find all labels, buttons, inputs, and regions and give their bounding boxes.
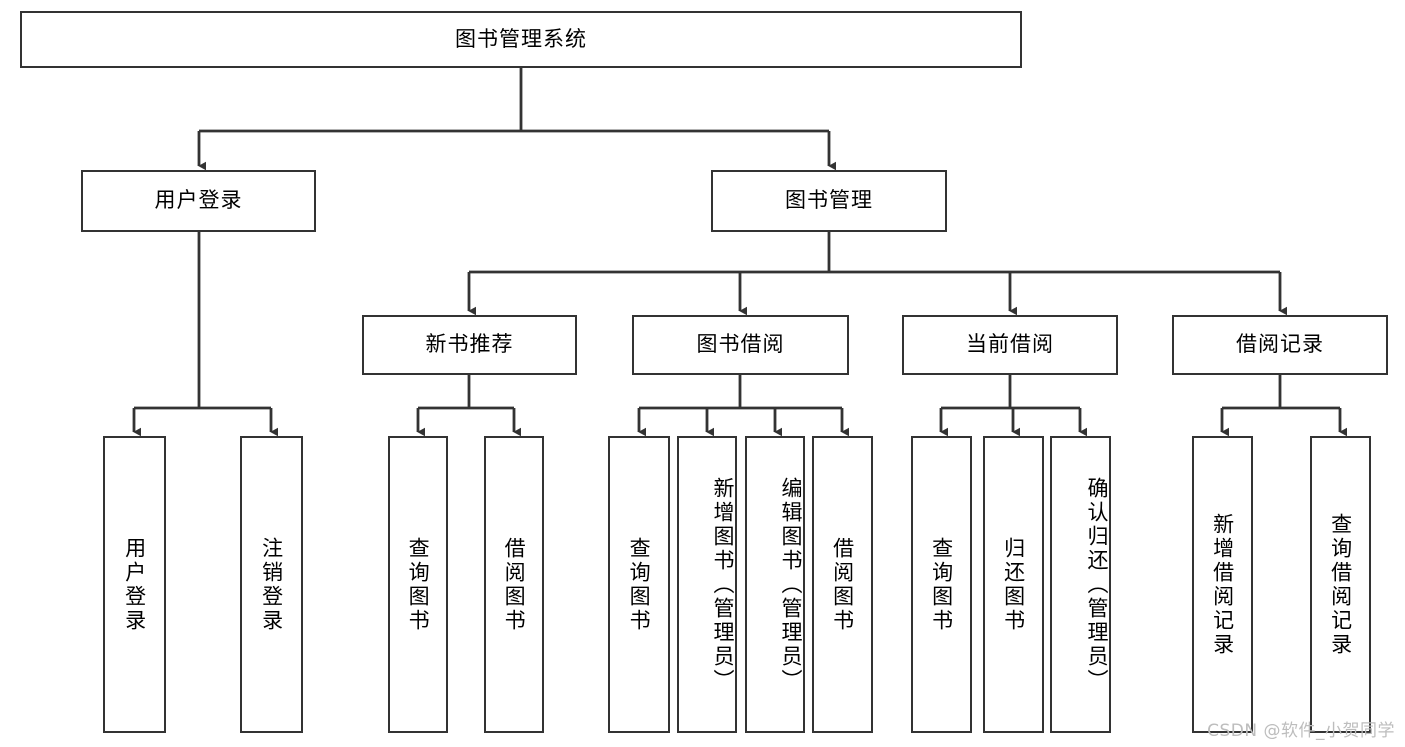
node-leaf-return-book[interactable]: 归还图书 (983, 436, 1044, 733)
node-leaf-query-book-3[interactable]: 查询图书 (911, 436, 972, 733)
node-leaf-borrow-book-1[interactable]: 借阅图书 (484, 436, 544, 733)
node-label: 借阅记录 (1236, 332, 1324, 357)
node-label: 查询借阅记录 (1328, 512, 1353, 657)
node-leaf-add-borrow-record[interactable]: 新增借阅记录 (1192, 436, 1253, 733)
node-label: 确认归还（管理员） (1085, 476, 1109, 693)
node-label: 查询图书 (929, 536, 954, 633)
node-label: 图书管理系统 (455, 26, 587, 51)
node-label: 新增图书（管理员） (711, 476, 735, 693)
watermark: CSDN @软件_小贺同学 (1207, 721, 1395, 741)
node-leaf-query-book-2[interactable]: 查询图书 (608, 436, 670, 733)
node-book-management[interactable]: 图书管理 (711, 170, 947, 232)
node-label: 查询图书 (627, 536, 652, 633)
node-leaf-edit-book-admin[interactable]: 编辑图书（管理员） (745, 436, 805, 733)
node-label: 图书借阅 (696, 332, 785, 357)
node-label: 用户登录 (154, 188, 243, 213)
node-leaf-add-book-admin[interactable]: 新增图书（管理员） (677, 436, 737, 733)
node-label: 用户登录 (122, 536, 147, 633)
node-leaf-user-login[interactable]: 用户登录 (103, 436, 166, 733)
node-leaf-query-borrow-record[interactable]: 查询借阅记录 (1310, 436, 1371, 733)
node-borrow-record[interactable]: 借阅记录 (1172, 315, 1388, 375)
node-leaf-user-logout[interactable]: 注销登录 (240, 436, 303, 733)
node-label: 归还图书 (1001, 536, 1026, 633)
node-label: 新增借阅记录 (1210, 512, 1235, 657)
node-label: 编辑图书（管理员） (779, 476, 803, 693)
node-label: 图书管理 (785, 188, 873, 213)
node-leaf-confirm-return-admin[interactable]: 确认归还（管理员） (1050, 436, 1111, 733)
node-label: 借阅图书 (830, 536, 855, 633)
node-label: 注销登录 (259, 536, 284, 633)
node-current-borrow[interactable]: 当前借阅 (902, 315, 1118, 375)
node-user-login[interactable]: 用户登录 (81, 170, 316, 232)
node-label: 新书推荐 (425, 332, 514, 357)
node-leaf-borrow-book-2[interactable]: 借阅图书 (812, 436, 873, 733)
node-new-book-recommend[interactable]: 新书推荐 (362, 315, 577, 375)
node-leaf-query-book-1[interactable]: 查询图书 (388, 436, 448, 733)
node-label: 当前借阅 (966, 332, 1054, 357)
node-root-system[interactable]: 图书管理系统 (20, 11, 1022, 68)
node-label: 查询图书 (406, 536, 431, 633)
node-label: 借阅图书 (502, 536, 527, 633)
node-book-borrow[interactable]: 图书借阅 (632, 315, 849, 375)
